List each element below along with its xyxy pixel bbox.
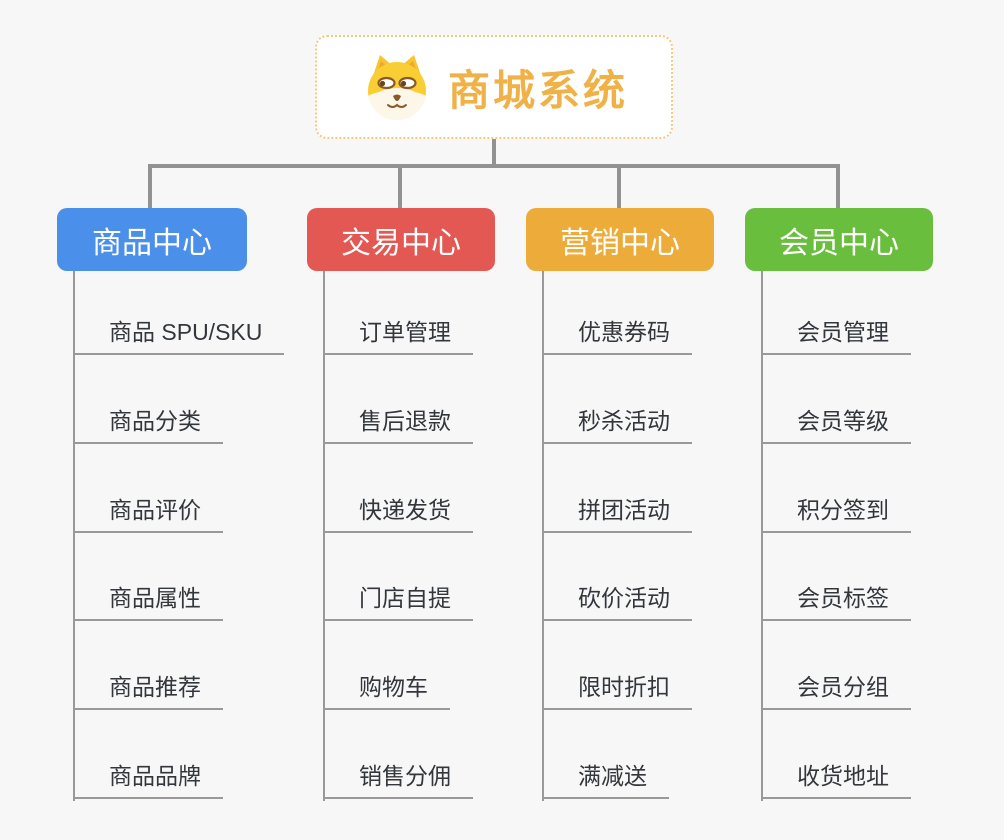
- leaf-node[interactable]: 商品 SPU/SKU: [75, 313, 285, 355]
- branch-column-product-center: 商品 SPU/SKU 商品分类 商品评价 商品属性 商品推荐 商品品牌: [73, 271, 285, 801]
- leaf-row: 会员标签: [763, 533, 911, 622]
- leaf-node[interactable]: 商品属性: [75, 579, 223, 622]
- leaf-row: 商品属性: [75, 533, 284, 622]
- leaf-node[interactable]: 砍价活动: [544, 579, 692, 622]
- leaf-row: 商品推荐: [75, 621, 284, 711]
- leaf-row: 销售分佣: [325, 710, 473, 799]
- leaf-row: 购物车: [325, 621, 473, 711]
- leaf-node[interactable]: 快递发货: [325, 491, 473, 533]
- leaf-node[interactable]: 商品评价: [75, 491, 223, 533]
- leaf-row: 拼团活动: [544, 444, 692, 533]
- leaf-row: 商品品牌: [75, 710, 284, 799]
- leaf-node[interactable]: 满减送: [544, 757, 669, 799]
- leaf-row: 售后退款: [325, 355, 473, 444]
- leaf-node[interactable]: 收货地址: [763, 757, 911, 799]
- connector-drop-branch-3: [617, 166, 621, 208]
- branch-label: 营销中心: [560, 226, 680, 260]
- branch-column-member-center: 会员管理 会员等级 积分签到 会员标签 会员分组 收货地址: [761, 271, 911, 801]
- leaf-row: 积分签到: [763, 444, 911, 533]
- leaf-row: 会员等级: [763, 355, 911, 444]
- leaf-row: 商品评价: [75, 444, 284, 533]
- leaf-node[interactable]: 会员管理: [763, 313, 911, 355]
- connector-drop-branch-2: [398, 166, 402, 208]
- shiba-dog-icon: [367, 55, 426, 120]
- leaf-row: 会员分组: [763, 621, 911, 711]
- leaf-node[interactable]: 商品分类: [75, 402, 223, 444]
- branch-label: 商品中心: [92, 226, 212, 260]
- branch-node-member-center[interactable]: 会员中心: [745, 208, 933, 271]
- branch-label: 交易中心: [341, 226, 461, 260]
- leaf-row: 门店自提: [325, 533, 473, 622]
- leaf-node[interactable]: 商品品牌: [75, 757, 223, 799]
- leaf-node[interactable]: 订单管理: [325, 313, 473, 355]
- leaf-row: 商品分类: [75, 355, 284, 444]
- leaf-row: 秒杀活动: [544, 355, 692, 444]
- branch-column-marketing-center: 优惠券码 秒杀活动 拼团活动 砍价活动 限时折扣 满减送: [542, 271, 692, 801]
- branch-node-marketing-center[interactable]: 营销中心: [526, 208, 714, 271]
- branch-node-product-center[interactable]: 商品中心: [57, 208, 247, 271]
- leaf-node[interactable]: 会员等级: [763, 402, 911, 444]
- leaf-node[interactable]: 限时折扣: [544, 668, 692, 711]
- leaf-node[interactable]: 售后退款: [325, 402, 473, 444]
- leaf-row: 限时折扣: [544, 621, 692, 711]
- leaf-row: 满减送: [544, 710, 692, 799]
- leaf-row: 收货地址: [763, 710, 911, 799]
- leaf-row: 订单管理: [325, 271, 473, 355]
- leaf-node[interactable]: 积分签到: [763, 491, 911, 533]
- root-title: 商城系统: [447, 66, 628, 114]
- connector-drop-branch-1: [148, 166, 152, 208]
- branch-column-trade-center: 订单管理 售后退款 快递发货 门店自提 购物车 销售分佣: [323, 271, 473, 801]
- leaf-node[interactable]: 秒杀活动: [544, 402, 692, 444]
- leaf-node[interactable]: 优惠券码: [544, 313, 692, 355]
- connector-horizontal-rail: [148, 164, 840, 168]
- connector-root-drop: [492, 139, 496, 166]
- leaf-row: 商品 SPU/SKU: [75, 271, 285, 355]
- leaf-node[interactable]: 门店自提: [325, 579, 473, 622]
- branch-node-trade-center[interactable]: 交易中心: [307, 208, 495, 271]
- branch-label: 会员中心: [779, 226, 899, 260]
- leaf-node[interactable]: 销售分佣: [325, 757, 473, 799]
- leaf-node[interactable]: 会员分组: [763, 668, 911, 711]
- leaf-row: 砍价活动: [544, 533, 692, 622]
- leaf-node[interactable]: 商品推荐: [75, 668, 223, 711]
- root-node[interactable]: 商城系统: [315, 35, 673, 139]
- leaf-row: 优惠券码: [544, 271, 692, 355]
- leaf-row: 快递发货: [325, 444, 473, 533]
- leaf-node[interactable]: 会员标签: [763, 579, 911, 622]
- leaf-node[interactable]: 拼团活动: [544, 491, 692, 533]
- connector-drop-branch-4: [836, 166, 840, 208]
- leaf-row: 会员管理: [763, 271, 911, 355]
- leaf-node[interactable]: 购物车: [325, 668, 450, 711]
